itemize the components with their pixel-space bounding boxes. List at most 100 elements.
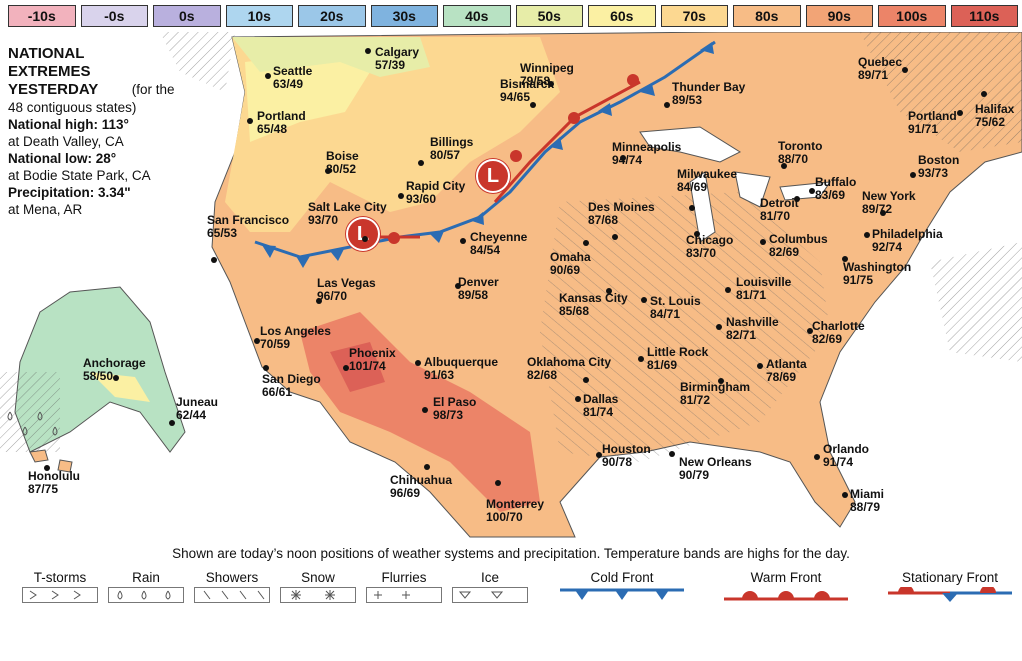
- precip-area: [930, 242, 1022, 362]
- city-dot: [669, 451, 675, 457]
- key-label: Rain: [132, 570, 160, 585]
- city-dot: [957, 110, 963, 116]
- city-dot: [343, 365, 349, 371]
- key-flurries: Flurries: [366, 570, 442, 606]
- legend-band: -10s: [8, 5, 76, 27]
- key-warm-front: Warm Front: [724, 570, 848, 606]
- legend-band: 40s: [443, 5, 511, 27]
- key-label: T-storms: [33, 570, 87, 585]
- legend-band: 60s: [588, 5, 656, 27]
- legend-band: 20s: [298, 5, 366, 27]
- legend-band: 70s: [660, 5, 728, 27]
- city-dot: [596, 452, 602, 458]
- hot-zone: [330, 342, 385, 392]
- city-dot: [981, 91, 987, 97]
- legend-band: 50s: [515, 5, 583, 27]
- rain-marks: [7, 411, 58, 436]
- city-dot: [910, 172, 916, 178]
- city-dot: [44, 465, 50, 471]
- national-high-place: at Death Valley, CA: [8, 134, 124, 149]
- city-dot: [418, 160, 424, 166]
- key-stationary-front: Stationary Front: [888, 570, 1012, 606]
- city-dot: [718, 378, 724, 384]
- city-dot: [814, 454, 820, 460]
- city-dot: [254, 338, 260, 344]
- key-ice: Ice: [452, 570, 528, 606]
- map-caption: Shown are today’s noon positions of weat…: [172, 546, 850, 561]
- legend-band: 100s: [878, 5, 946, 27]
- legend-band: -0s: [80, 5, 148, 27]
- city-dot: [583, 377, 589, 383]
- key-showers: Showers: [194, 570, 270, 606]
- key-rain: Rain: [108, 570, 184, 606]
- city-dot: [583, 240, 589, 246]
- national-extremes: NATIONAL EXTREMES YESTERDAY (for the 48 …: [8, 45, 178, 218]
- key-label: Cold Front: [590, 570, 654, 585]
- city-dot: [760, 239, 766, 245]
- city-dot: [169, 420, 175, 426]
- city-dot: [460, 238, 466, 244]
- legend-band: 10s: [225, 5, 293, 27]
- snow-swatch: [280, 587, 356, 603]
- city-dot: [641, 297, 647, 303]
- city-dot: [365, 48, 371, 54]
- legend-band: 0s: [153, 5, 221, 27]
- legend-band: 80s: [733, 5, 801, 27]
- city-dot: [612, 234, 618, 240]
- city-dot: [842, 492, 848, 498]
- city-dot: [424, 464, 430, 470]
- cool-zone: [232, 37, 430, 77]
- warm-front: [493, 80, 641, 203]
- city-dot: [316, 298, 322, 304]
- city-dot: [530, 102, 536, 108]
- cool-zone: [245, 52, 370, 142]
- precip-area: [0, 372, 60, 452]
- city-dot: [880, 210, 886, 216]
- key-label: Stationary Front: [901, 570, 999, 585]
- national-low-place: at Bodie State Park, CA: [8, 168, 151, 183]
- alaska-coast: [90, 372, 150, 402]
- city-dot: [265, 73, 271, 79]
- legend-band: 90s: [805, 5, 873, 27]
- city-dot: [362, 236, 368, 242]
- city-dot: [113, 375, 119, 381]
- warm-front-swatch: [724, 591, 848, 601]
- rain-swatch: [108, 587, 184, 603]
- city-dot: [664, 102, 670, 108]
- city-dot: [247, 118, 253, 124]
- city-dot: [495, 480, 501, 486]
